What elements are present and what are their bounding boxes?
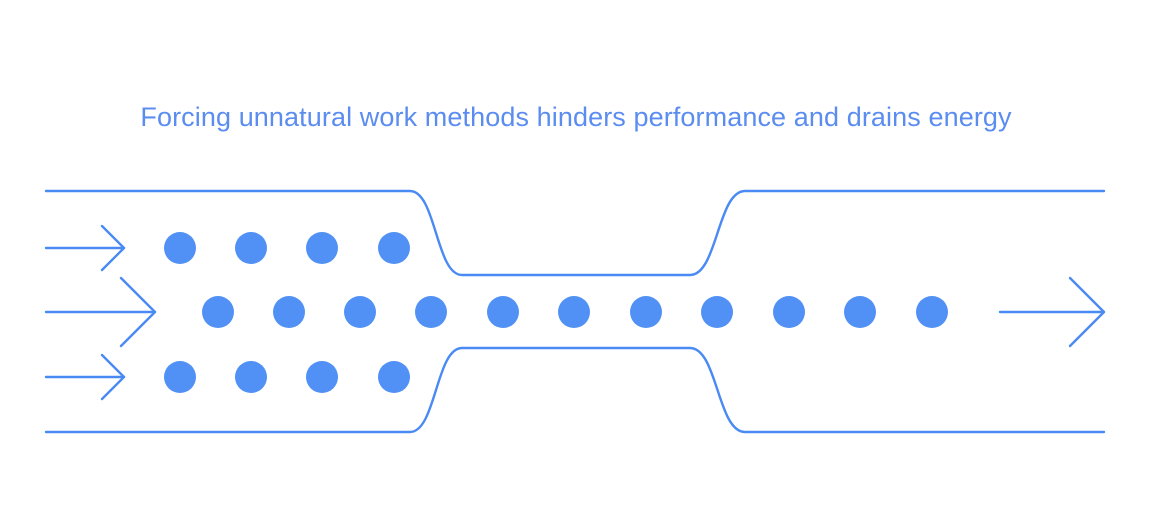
flow-dot — [378, 361, 410, 393]
flow-dot — [487, 296, 519, 328]
flow-dot — [844, 296, 876, 328]
flow-dot — [235, 361, 267, 393]
flow-dot — [558, 296, 590, 328]
inlet-arrow-top — [44, 224, 126, 272]
flow-dot — [630, 296, 662, 328]
flow-dot — [273, 296, 305, 328]
inlet-arrow-bottom — [44, 353, 126, 401]
dot-row-middle — [202, 296, 948, 328]
pipe-outline — [44, 189, 1106, 434]
flow-dot — [306, 232, 338, 264]
flow-arrows — [44, 224, 1106, 401]
pipe-wall-bottom — [44, 346, 1106, 434]
flow-dot — [701, 296, 733, 328]
dot-row-top — [164, 232, 410, 264]
flow-dot — [202, 296, 234, 328]
flow-dot — [378, 232, 410, 264]
flow-dot — [164, 232, 196, 264]
flow-dot — [415, 296, 447, 328]
dot-row-bottom — [164, 361, 410, 393]
inlet-arrow-middle — [44, 276, 157, 348]
outlet-arrow-main-head — [1068, 276, 1106, 348]
flow-particles — [164, 232, 948, 393]
inlet-arrow-middle-head — [119, 276, 157, 348]
flow-dot — [306, 361, 338, 393]
flow-dot — [164, 361, 196, 393]
flow-dot — [235, 232, 267, 264]
flow-dot — [916, 296, 948, 328]
page-title: Forcing unnatural work methods hinders p… — [140, 102, 1012, 132]
pipe-wall-top — [44, 189, 1106, 277]
flow-dot — [344, 296, 376, 328]
inlet-arrow-bottom-head — [100, 353, 126, 401]
flow-dot — [773, 296, 805, 328]
outlet-arrow-main — [998, 276, 1106, 348]
inlet-arrow-top-head — [100, 224, 126, 272]
